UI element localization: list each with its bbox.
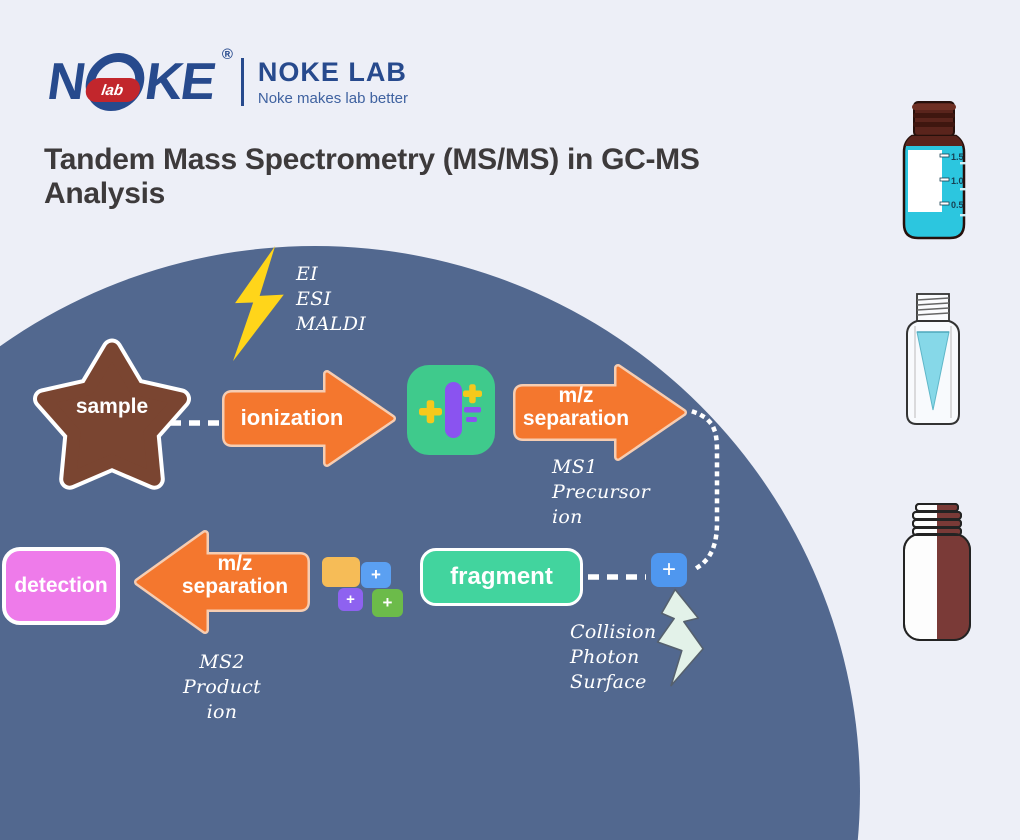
page-title: Tandem Mass Spectrometry (MS/MS) in GC-M… <box>44 143 854 211</box>
collision-bolt-icon <box>656 588 704 687</box>
fragment-box: fragment <box>420 548 583 606</box>
title-line2: Analysis <box>44 177 165 210</box>
ms2-note-line1: MS2 <box>199 651 245 673</box>
ionization-label: ionization <box>240 405 344 430</box>
sample-label: sample <box>75 395 149 418</box>
ms2-separation-line1: m/z <box>217 552 253 575</box>
ms1-separation-line1: m/z <box>558 384 594 407</box>
ms2-separation-arrow-shape <box>134 530 310 634</box>
ms1-note-line1: MS1 <box>552 456 598 478</box>
precursor-ion-symbol: + <box>661 556 676 583</box>
ms1-note-line2: Precursor <box>552 481 651 503</box>
fragmentation-surface: Surface <box>570 671 647 693</box>
sample-star-shape <box>33 338 191 490</box>
graduation-0-5: 0.5 <box>951 200 964 210</box>
fragment-label: fragment <box>450 563 553 590</box>
precursor-ion-square: + <box>651 553 687 587</box>
fragment-ion-square-purple: + <box>338 588 363 611</box>
fragmentation-collision: Collision <box>570 621 657 643</box>
ionization-bolt-icon <box>233 245 284 362</box>
lab-oval-badge: lab <box>83 78 142 102</box>
bottle-wide-mouth-icon <box>903 503 971 641</box>
graduation-1-5: 1.5 <box>951 152 964 162</box>
ms1-separation-arrow-shape <box>513 364 687 461</box>
wordmark-ke: KE <box>141 53 218 111</box>
method-ei: EI <box>296 263 318 285</box>
ms2-note-line3: ion <box>206 701 238 723</box>
title-line1: Tandem Mass Spectrometry (MS/MS) in GC-M… <box>44 143 700 176</box>
fragment-ion-square-orange <box>322 557 360 587</box>
detection-label: detection <box>14 574 108 597</box>
ions-icon <box>407 365 495 455</box>
vial-graduated-icon: 1.5 1.0 0.5 <box>902 101 966 240</box>
fragment-ion-symbol: + <box>346 591 355 608</box>
ms1-separation-label: m/z separation <box>513 384 639 430</box>
ms2-product-note: MS2 Product ion <box>172 650 272 725</box>
method-maldi: MALDI <box>296 313 367 335</box>
ms1-note-line3: ion <box>552 506 583 528</box>
lab-tagline: Noke makes lab better <box>257 90 408 107</box>
ms1-precursor-note: MS1 Precursor ion <box>552 455 650 530</box>
wordmark-n: N <box>43 53 88 111</box>
detection-box: detection <box>2 547 120 625</box>
vial-insert-icon <box>906 293 960 425</box>
fragment-ion-square-green: + <box>372 589 403 617</box>
lab-oval-text: lab <box>100 81 125 99</box>
ionization-arrow-shape <box>222 370 396 467</box>
ms2-separation-line2: separation <box>181 575 289 598</box>
ms2-note-line2: Product <box>182 676 262 698</box>
fragment-ion-symbol: + <box>382 593 393 612</box>
graduation-1-0: 1.0 <box>951 176 964 186</box>
logo-text-block: NOKE LAB Noke makes lab better <box>258 57 408 107</box>
wordmark-o-icon: lab <box>81 53 148 111</box>
ms1-separation-line2: separation <box>522 407 630 430</box>
registered-trademark-icon: ® <box>221 46 231 63</box>
fragment-ion-symbol: + <box>371 565 381 584</box>
fragmentation-photon: Photon <box>570 646 640 668</box>
fragment-ion-square-blue: + <box>361 562 391 588</box>
noke-wordmark: N lab KE ® <box>43 46 231 112</box>
fragmentation-methods-note: Collision Photon Surface <box>570 620 656 695</box>
logo-divider <box>240 58 244 106</box>
ms2-separation-label: m/z separation <box>172 552 298 598</box>
noke-logo: N lab KE ® NOKE LAB Noke makes lab bette… <box>44 46 408 112</box>
method-esi: ESI <box>296 288 332 310</box>
lab-name: NOKE LAB <box>257 57 407 87</box>
ionization-methods-note: EI ESI MALDI <box>296 262 366 337</box>
